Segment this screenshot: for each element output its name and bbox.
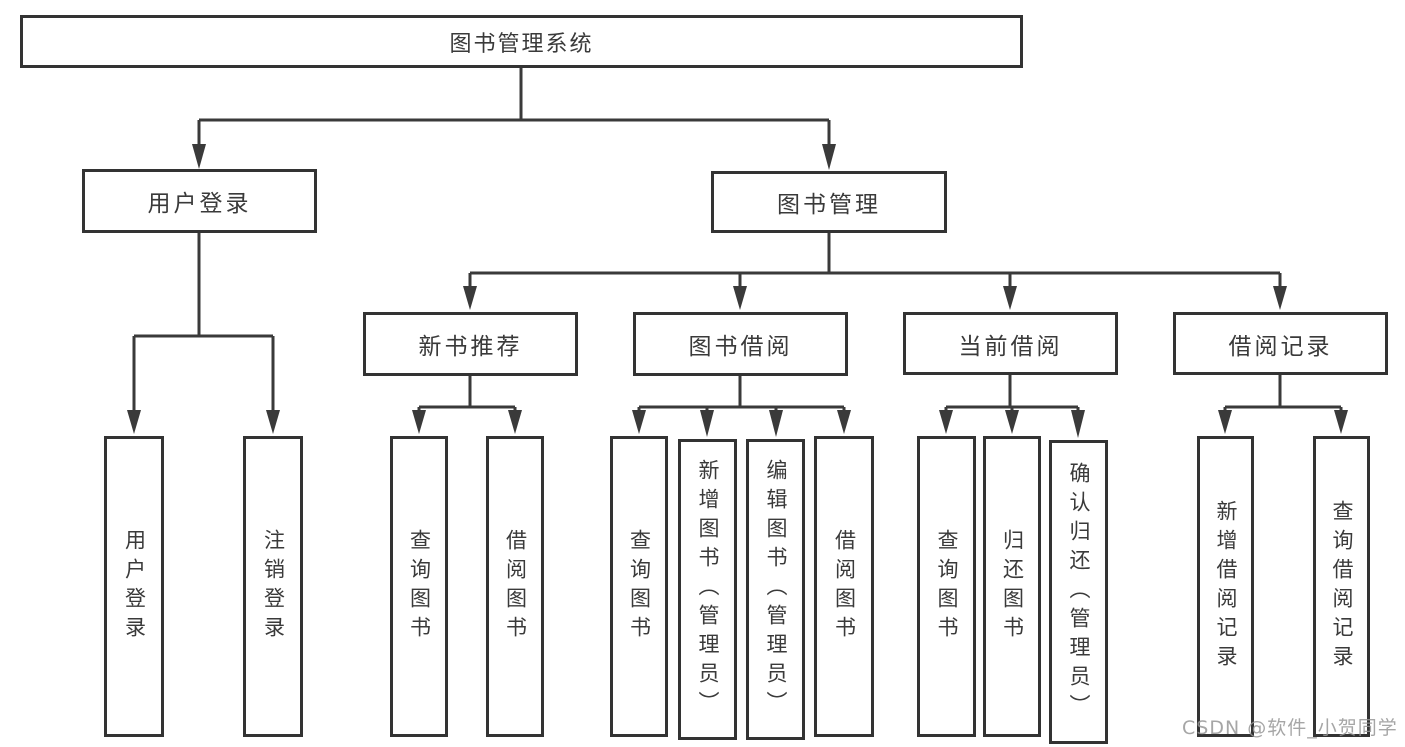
leaf-query-borrow-record: 查询借阅记录 xyxy=(1313,436,1370,737)
node-current-borrow: 当前借阅 xyxy=(903,312,1118,375)
connector-root-to-level2 xyxy=(192,68,836,170)
node-new-books: 新书推荐 xyxy=(363,312,578,376)
book-mgmt-label: 图书管理 xyxy=(777,192,881,218)
leaf-confirm-return-admin: 确认归还（管理员） xyxy=(1049,440,1108,744)
leaf-query-books-1: 查询图书 xyxy=(390,436,448,737)
leaf-return-books: 归还图书 xyxy=(983,436,1041,737)
leaf-confirm-return-admin-label: 确认归还（管理员） xyxy=(1067,461,1091,723)
node-book-mgmt: 图书管理 xyxy=(711,171,947,233)
node-borrow-records: 借阅记录 xyxy=(1173,312,1388,375)
new-books-label: 新书推荐 xyxy=(418,334,523,360)
leaf-add-borrow-record-label: 新增借阅记录 xyxy=(1214,499,1238,674)
connector-current-borrow-to-leaves xyxy=(939,375,1085,438)
leaf-logout: 注销登录 xyxy=(243,436,303,737)
leaf-query-books-2-label: 查询图书 xyxy=(627,528,652,645)
node-user-login: 用户登录 xyxy=(82,169,317,233)
borrow-records-label: 借阅记录 xyxy=(1228,333,1333,360)
leaf-query-books-3: 查询图书 xyxy=(917,436,976,737)
connector-book-borrow-to-leaves xyxy=(632,375,851,437)
csdn-watermark: CSDN @软件_小贺同学 xyxy=(1182,717,1398,739)
book-borrow-label: 图书借阅 xyxy=(688,334,793,360)
leaf-add-books-admin-label: 新增图书（管理员） xyxy=(696,459,720,720)
leaf-query-books-3-label: 查询图书 xyxy=(935,528,959,645)
leaf-edit-books-admin: 编辑图书（管理员） xyxy=(746,439,805,740)
connector-borrow-records-to-leaves xyxy=(1218,375,1348,434)
connector-book-mgmt-to-level3 xyxy=(463,233,1287,310)
leaf-query-books-2: 查询图书 xyxy=(610,436,668,737)
leaf-query-borrow-record-label: 查询借阅记录 xyxy=(1330,499,1354,674)
leaf-user-login: 用户登录 xyxy=(104,436,164,737)
connector-user-login-to-leaves xyxy=(127,233,280,434)
leaf-borrow-books-2-label: 借阅图书 xyxy=(832,528,857,645)
leaf-return-books-label: 归还图书 xyxy=(1000,528,1025,645)
leaf-edit-books-admin-label: 编辑图书（管理员） xyxy=(764,459,788,720)
current-borrow-label: 当前借阅 xyxy=(958,333,1063,360)
connector-new-books-to-leaves xyxy=(412,375,522,434)
leaf-user-login-label: 用户登录 xyxy=(122,528,147,645)
leaf-query-books-1-label: 查询图书 xyxy=(407,528,432,645)
user-login-label: 用户登录 xyxy=(147,191,252,217)
leaf-borrow-books-2: 借阅图书 xyxy=(814,436,874,737)
system-root-label: 图书管理系统 xyxy=(449,31,594,57)
leaf-add-books-admin: 新增图书（管理员） xyxy=(678,439,737,740)
leaf-logout-label: 注销登录 xyxy=(261,528,286,645)
leaf-borrow-books-1-label: 借阅图书 xyxy=(503,528,528,645)
leaf-borrow-books-1: 借阅图书 xyxy=(486,436,544,737)
node-book-borrow: 图书借阅 xyxy=(633,312,848,376)
node-system-root: 图书管理系统 xyxy=(20,15,1023,68)
leaf-add-borrow-record: 新增借阅记录 xyxy=(1197,436,1254,737)
